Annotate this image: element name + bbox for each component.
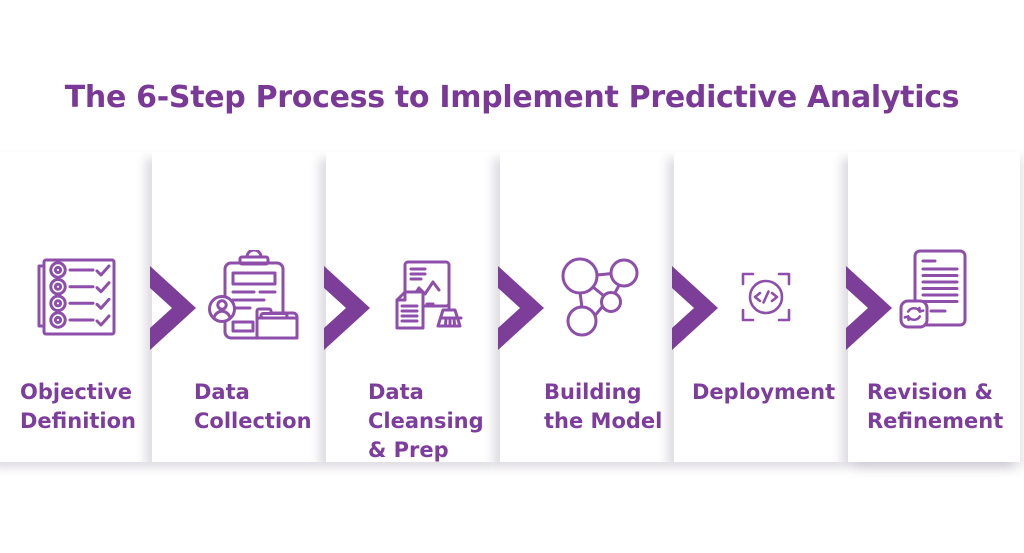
step-label: Objective Definition — [20, 380, 137, 433]
chevron-right-icon — [672, 266, 718, 350]
step-objective-definition: Objective Definition — [0, 152, 152, 462]
step-label: Revision & Refinement — [867, 380, 1004, 433]
page-title: The 6-Step Process to Implement Predicti… — [64, 80, 960, 115]
step-label: Data Collection — [194, 380, 312, 433]
chevron-right-icon — [846, 266, 892, 350]
cleansing-broom-icon — [385, 258, 467, 332]
clipboard-collection-icon — [208, 250, 300, 342]
chevron-right-icon — [498, 266, 544, 350]
network-nodes-icon — [558, 254, 646, 342]
document-refresh-icon — [899, 249, 969, 335]
chevron-right-icon — [150, 266, 196, 350]
checklist-icon — [36, 256, 118, 338]
step-revision-refinement: Revision & Refinement — [848, 152, 1020, 462]
chevron-right-icon — [324, 266, 370, 350]
step-label: Deployment — [692, 380, 836, 404]
deploy-code-icon — [741, 272, 791, 322]
step-label: Building the Model — [544, 380, 663, 433]
step-label: Data Cleansing & Prep — [368, 380, 484, 462]
